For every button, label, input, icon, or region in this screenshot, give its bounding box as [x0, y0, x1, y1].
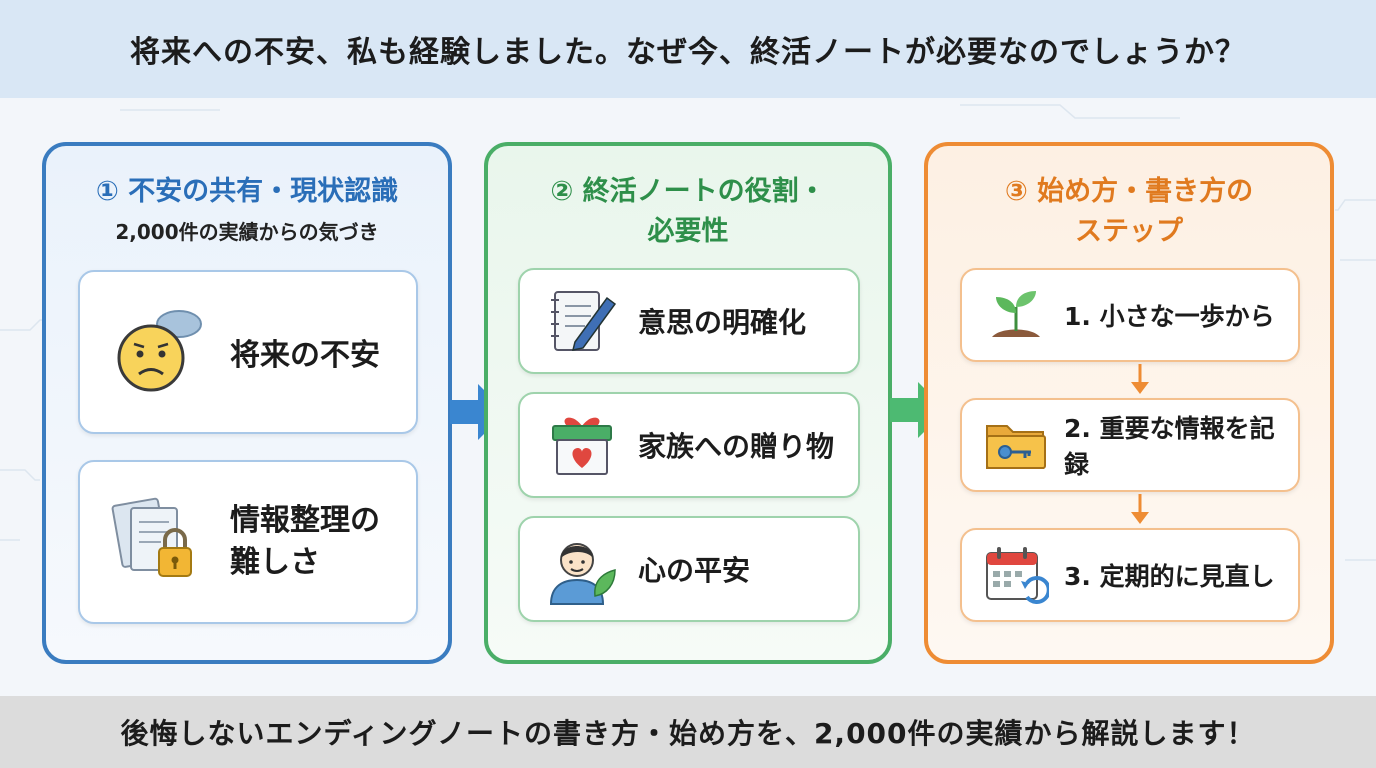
column-title: ② 終活ノートの役割・ 必要性 — [550, 176, 826, 247]
card-future-anxiety: 将来の不安 — [78, 270, 418, 434]
documents-lock-icon — [94, 477, 224, 607]
card-label: 2. 重要な情報を記録 — [1064, 414, 1275, 479]
column-subtitle: 2,000件の実績からの気づき — [115, 220, 379, 244]
header-banner: 将来への不安、私も経験しました。なぜ今、終活ノートが必要なのでしょうか？ — [0, 0, 1376, 98]
notebook-pen-icon — [534, 273, 630, 369]
column-title: ① 不安の共有・現状認識 — [95, 176, 399, 207]
column-note-role: ② 終活ノートの役割・ 必要性 意思の明確化 家族への贈り物 — [484, 142, 892, 664]
arrow-down-icon — [1131, 364, 1149, 394]
card-label: 将来の不安 — [230, 338, 380, 373]
card-peace-of-mind: 心の平安 — [518, 516, 860, 622]
person-leaf-icon — [534, 521, 630, 617]
calendar-refresh-icon — [974, 533, 1058, 617]
page-title: 将来への不安、私も経験しました。なぜ今、終活ノートが必要なのでしょうか？ — [130, 35, 1246, 70]
footer-banner: 後悔しないエンディングノートの書き方・始め方を、2,000件の実績から解説します… — [0, 696, 1376, 768]
sprout-icon — [974, 273, 1058, 357]
card-label: 3. 定期的に見直し — [1064, 562, 1275, 591]
column-anxiety-recognition: ① 不安の共有・現状認識 2,000件の実績からの気づき 将来の不安 — [42, 142, 452, 664]
card-gift-to-family: 家族への贈り物 — [518, 392, 860, 498]
card-label: 1. 小さな一歩から — [1064, 302, 1275, 331]
folder-key-icon — [974, 403, 1058, 487]
gift-heart-icon — [534, 397, 630, 493]
card-label: 意思の明確化 — [638, 306, 807, 339]
worried-face-cloud-icon — [94, 287, 224, 417]
card-label: 情報整理の 難しさ — [230, 503, 380, 580]
arrow-down-icon — [1131, 494, 1149, 524]
card-clarify-intentions: 意思の明確化 — [518, 268, 860, 374]
column-title: ③ 始め方・書き方の ステップ — [1004, 176, 1254, 247]
card-label: 心の平安 — [638, 554, 751, 587]
card-step-3: 3. 定期的に見直し — [960, 528, 1300, 622]
card-step-2: 2. 重要な情報を記録 — [960, 398, 1300, 492]
card-step-1: 1. 小さな一歩から — [960, 268, 1300, 362]
card-label: 家族への贈り物 — [638, 430, 835, 463]
card-information-difficulty: 情報整理の 難しさ — [78, 460, 418, 624]
column-steps: ③ 始め方・書き方の ステップ 1. 小さな一歩から 2. 重要な情報を記録 — [924, 142, 1334, 664]
footer-text: 後悔しないエンディングノートの書き方・始め方を、2,000件の実績から解説します… — [120, 717, 1256, 750]
